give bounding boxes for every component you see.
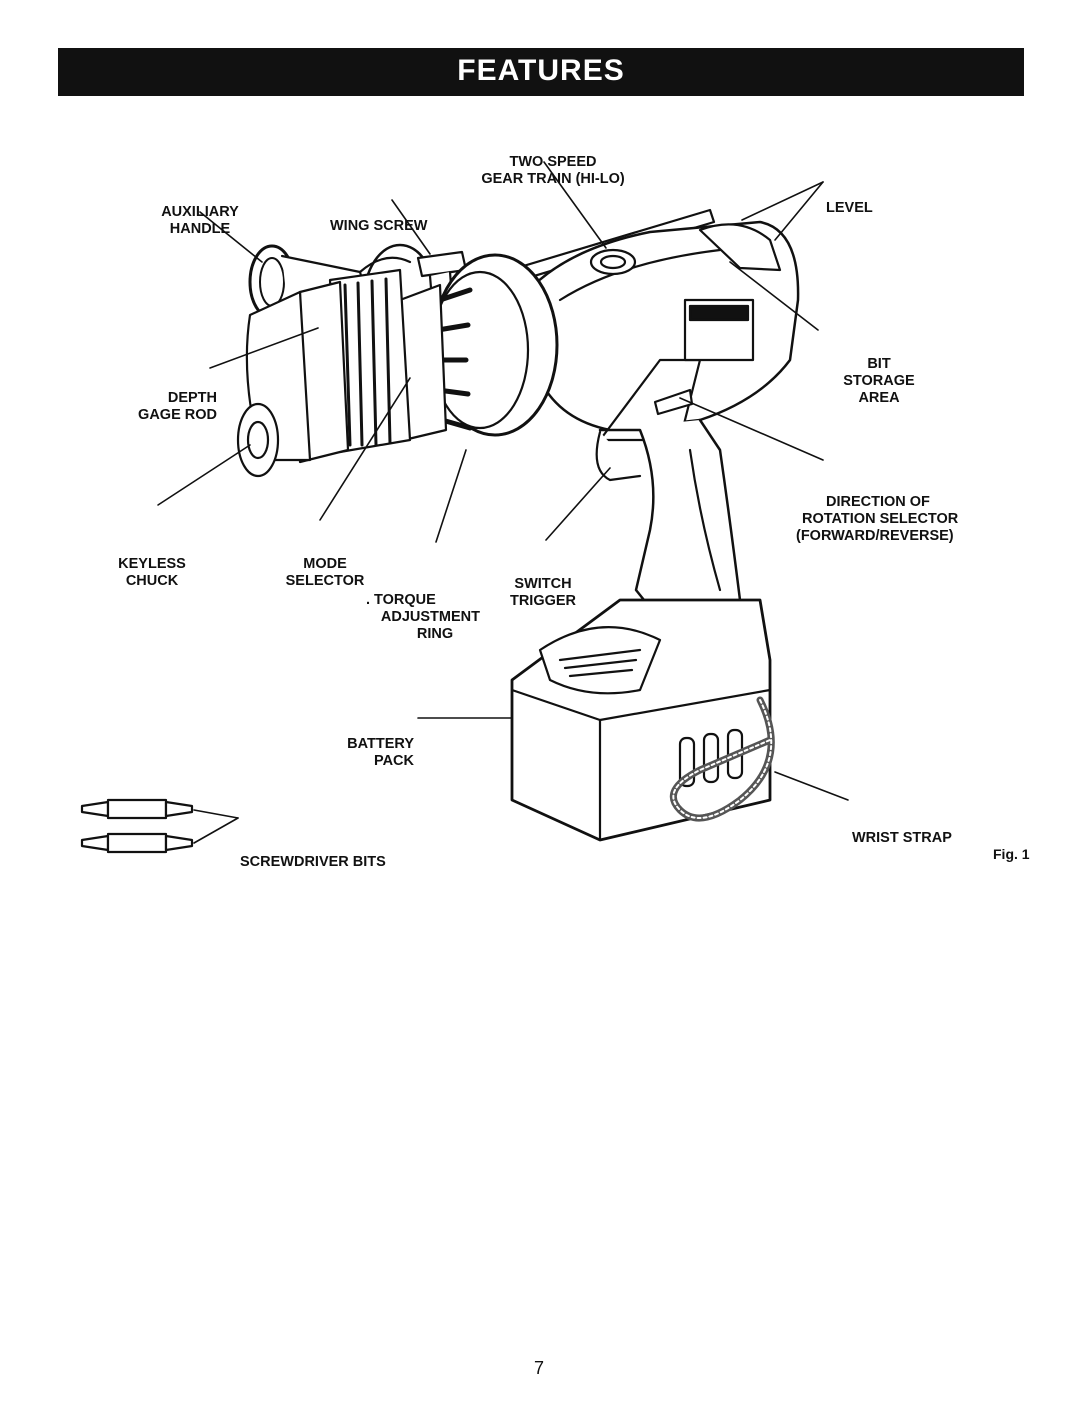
- label-screwdriver-bits: SCREWDRIVER BITS: [240, 854, 386, 870]
- figure-label: Fig. 1: [993, 846, 1030, 862]
- drill-body-drawing: [518, 220, 800, 442]
- page-title: FEATURES: [457, 54, 625, 87]
- wrist-strap-drawing: [669, 696, 775, 822]
- page-number: 7: [534, 1358, 545, 1378]
- label-level: LEVEL: [826, 200, 873, 216]
- screwdriver-bits-drawing: [80, 798, 194, 854]
- torque-ring-drawing: [398, 253, 559, 442]
- battery-drawing: [510, 598, 772, 842]
- chuck-drawing: [236, 268, 412, 478]
- features-banner: FEATURES: [58, 48, 1024, 96]
- leader-lines: [157, 161, 849, 844]
- grip-drawing: [595, 418, 742, 622]
- label-wrist-strap: WRIST STRAP: [852, 830, 952, 846]
- label-wing-screw: WING SCREW: [330, 218, 428, 234]
